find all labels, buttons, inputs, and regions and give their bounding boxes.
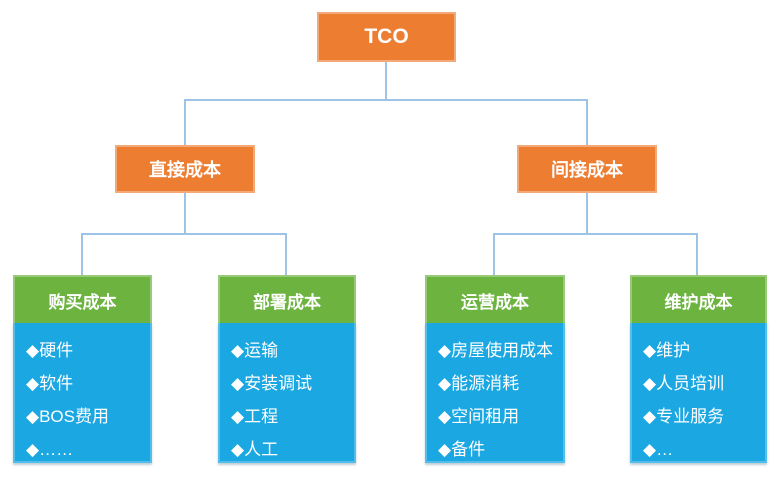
list-item: ◆备件 (438, 440, 486, 459)
connector-col2-drop (285, 234, 287, 275)
list-item: ◆能源消耗 (438, 374, 520, 393)
node-indirect-cost: 间接成本 (517, 145, 657, 193)
column-operation-cost-header: 运营成本 (425, 275, 565, 323)
column-purchase-cost-body: ◆硬件 ◆软件 ◆BOS费用 ◆…… (13, 323, 152, 463)
list-item: ◆房屋使用成本 (438, 341, 554, 360)
connector-top-rail (184, 99, 588, 101)
connector-direct-stem (184, 193, 186, 234)
list-item: ◆硬件 (26, 341, 74, 360)
list-item: ◆…… (26, 440, 74, 459)
list-item: ◆… (643, 440, 674, 459)
connector-col1-drop (81, 234, 83, 275)
connector-col3-drop (493, 234, 495, 275)
connector-indirect-stem (586, 193, 588, 234)
column-operation-cost-body: ◆房屋使用成本 ◆能源消耗 ◆空间租用 ◆备件 (425, 323, 565, 463)
connector-indirect-drop (586, 100, 588, 145)
column-maintenance-cost-header: 维护成本 (630, 275, 767, 323)
column-header-label: 部署成本 (253, 292, 321, 312)
list-item: ◆软件 (26, 374, 74, 393)
list-item: ◆空间租用 (438, 407, 520, 426)
list-item: ◆运输 (231, 341, 279, 360)
list-item: ◆工程 (231, 407, 279, 426)
column-deployment-cost: 部署成本 ◆运输 ◆安装调试 ◆工程 ◆人工 (218, 275, 356, 463)
connector-root-stem (385, 62, 387, 100)
list-item: ◆专业服务 (643, 407, 725, 426)
list-item: ◆安装调试 (231, 374, 313, 393)
connector-left-rail (81, 233, 287, 235)
column-maintenance-cost-body: ◆维护 ◆人员培训 ◆专业服务 ◆… (630, 323, 767, 463)
node-direct-cost: 直接成本 (115, 145, 255, 193)
list-item: ◆维护 (643, 341, 691, 360)
node-tco: TCO (317, 12, 456, 62)
column-purchase-cost: 购买成本 ◆硬件 ◆软件 ◆BOS费用 ◆…… (13, 275, 152, 463)
column-maintenance-cost: 维护成本 ◆维护 ◆人员培训 ◆专业服务 ◆… (630, 275, 767, 463)
node-direct-cost-label: 直接成本 (149, 160, 221, 180)
node-tco-label: TCO (364, 25, 409, 48)
list-item: ◆人工 (231, 440, 279, 459)
connector-col4-drop (696, 234, 698, 275)
column-header-label: 维护成本 (664, 292, 733, 312)
column-header-label: 购买成本 (48, 292, 117, 312)
connector-direct-drop (184, 100, 186, 145)
column-operation-cost: 运营成本 ◆房屋使用成本 ◆能源消耗 ◆空间租用 ◆备件 (425, 275, 565, 463)
node-indirect-cost-label: 间接成本 (551, 160, 623, 180)
column-purchase-cost-header: 购买成本 (13, 275, 152, 323)
list-item: ◆BOS费用 (26, 407, 109, 426)
column-deployment-cost-body: ◆运输 ◆安装调试 ◆工程 ◆人工 (218, 323, 356, 463)
column-header-label: 运营成本 (461, 292, 529, 312)
connector-right-rail (493, 233, 698, 235)
column-deployment-cost-header: 部署成本 (218, 275, 356, 323)
list-item: ◆人员培训 (643, 374, 725, 393)
